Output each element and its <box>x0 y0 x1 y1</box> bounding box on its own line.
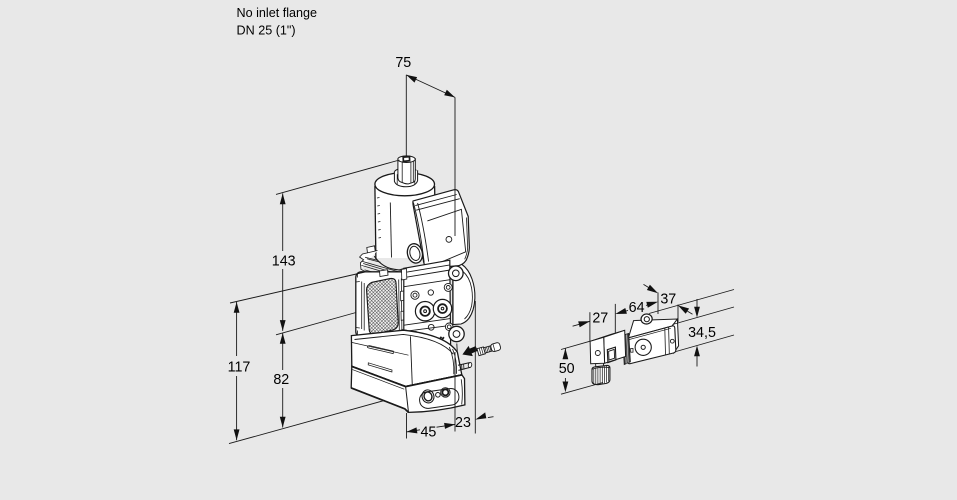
svg-text:82: 82 <box>273 372 289 388</box>
svg-text:27: 27 <box>592 311 608 327</box>
svg-text:50: 50 <box>559 361 575 377</box>
svg-text:117: 117 <box>228 360 251 376</box>
svg-text:DN 25 (1"): DN 25 (1") <box>237 23 296 37</box>
svg-text:No inlet flange: No inlet flange <box>237 6 318 20</box>
svg-text:143: 143 <box>272 253 296 269</box>
svg-text:37: 37 <box>660 291 676 307</box>
svg-text:64: 64 <box>629 300 645 316</box>
svg-text:34,5: 34,5 <box>688 325 716 341</box>
svg-text:23: 23 <box>455 415 471 431</box>
svg-text:45: 45 <box>420 425 436 441</box>
svg-text:75: 75 <box>395 55 411 71</box>
